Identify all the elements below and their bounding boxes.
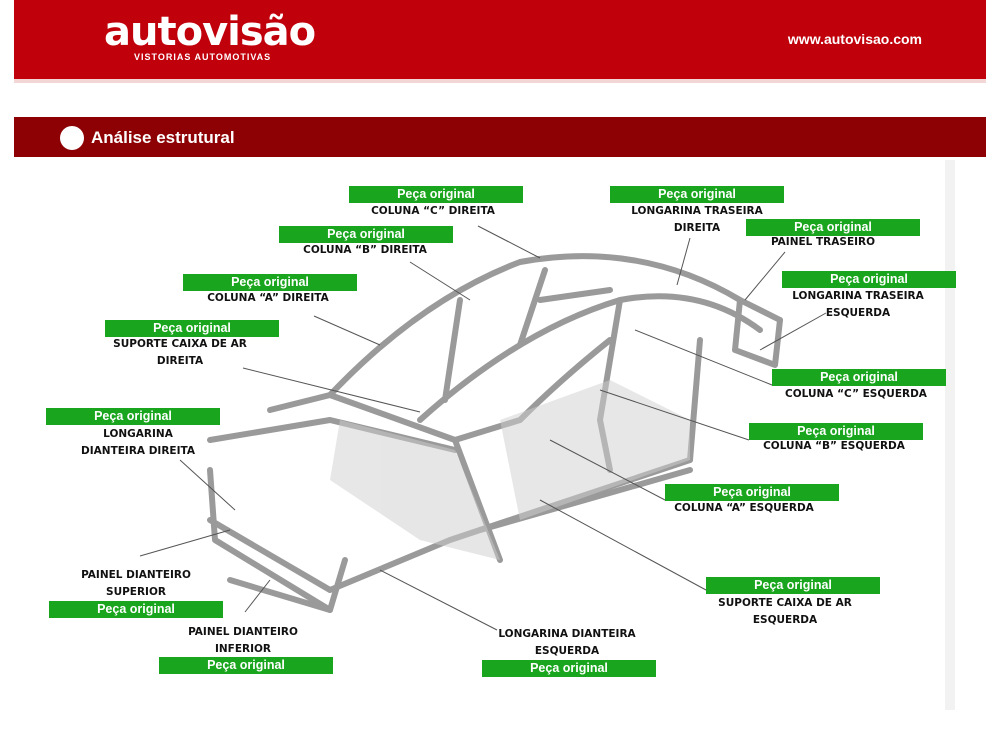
part-label: PAINEL TRASEIRO (770, 236, 876, 248)
part-label: SUPORTE CAIXA DE AR ESQUERDA (718, 597, 852, 626)
part-label: COLUNA “C” ESQUERDA (785, 388, 927, 400)
part-label: COLUNA “B” ESQUERDA (763, 440, 905, 452)
car-frame (207, 253, 783, 613)
leader-lines (139, 225, 827, 631)
bullet-icon (60, 126, 84, 150)
status-badge: Peça original (482, 660, 656, 677)
part-label: COLUNA “C” DIREITA (371, 205, 495, 217)
part-label: LONGARINA TRASEIRA DIREITA (631, 205, 763, 234)
part-label: PAINEL DIANTEIRO INFERIOR (188, 626, 298, 655)
status-badge: Peça original (749, 423, 923, 440)
part-label: LONGARINA TRASEIRA ESQUERDA (792, 290, 924, 319)
part-label: LONGARINA DIANTEIRA ESQUERDA (498, 628, 636, 657)
part-label: COLUNA “B” DIREITA (303, 244, 427, 256)
part-label: SUPORTE CAIXA DE AR DIREITA (113, 338, 247, 367)
part-label: COLUNA “A” ESQUERDA (674, 502, 814, 514)
status-badge: Peça original (746, 219, 920, 236)
status-badge: Peça original (49, 601, 223, 618)
part-label: PAINEL DIANTEIRO SUPERIOR (81, 569, 191, 598)
status-badge: Peça original (159, 657, 333, 674)
status-badge: Peça original (279, 226, 453, 243)
brand-subtitle: VISTORIAS AUTOMOTIVAS (134, 52, 272, 62)
part-label: LONGARINA DIANTEIRA DIREITA (81, 428, 195, 457)
section-header: Análise estrutural (14, 117, 986, 157)
status-badge: Peça original (706, 577, 880, 594)
status-badge: Peça original (665, 484, 839, 501)
page-edge (945, 160, 955, 710)
status-badge: Peça original (183, 274, 357, 291)
status-badge: Peça original (349, 186, 523, 203)
status-badge: Peça original (46, 408, 220, 425)
brand-logo: autovisão (104, 9, 316, 55)
header-bar: autovisão VISTORIAS AUTOMOTIVAS www.auto… (14, 0, 986, 83)
status-badge: Peça original (105, 320, 279, 337)
section-title: Análise estrutural (91, 128, 235, 147)
status-badge: Peça original (610, 186, 784, 203)
status-badge: Peça original (772, 369, 946, 386)
status-badge: Peça original (782, 271, 956, 288)
part-label: COLUNA “A” DIREITA (207, 292, 329, 304)
car-panels (330, 380, 690, 560)
website-link[interactable]: www.autovisao.com (787, 31, 922, 47)
